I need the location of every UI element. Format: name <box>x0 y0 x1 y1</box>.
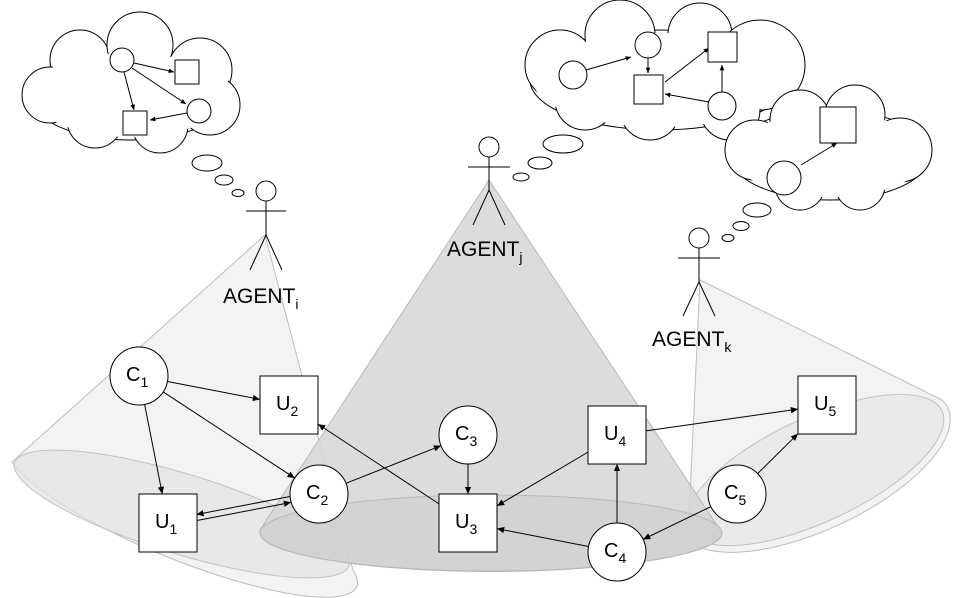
chance-node-circle <box>587 522 647 582</box>
node-label: U1 <box>155 511 177 537</box>
node-label: C3 <box>455 423 477 449</box>
node-label: C2 <box>306 482 328 508</box>
agent-k-label: AGENTk <box>652 328 732 355</box>
edge-c1-to-c2 <box>162 391 296 479</box>
thought-bubble-agent-j <box>512 0 806 182</box>
edge-c5-to-c4 <box>642 506 712 540</box>
agent-j-label: AGENTj <box>447 238 522 265</box>
node-u2[interactable]: U2 <box>259 375 319 435</box>
chance-node-circle <box>109 346 169 406</box>
chance-node-circle <box>438 405 498 465</box>
edge-c1-to-u2 <box>167 381 261 402</box>
agent-i-label: AGENTi <box>223 285 298 312</box>
node-label: U2 <box>276 393 298 419</box>
agent-k-figure <box>678 227 720 317</box>
node-c4[interactable]: C4 <box>587 522 647 582</box>
edge-layer <box>144 381 799 547</box>
chance-node-circle <box>289 464 349 524</box>
thought-bubble-agent-k <box>721 84 933 242</box>
utility-node-square <box>797 375 857 435</box>
node-label: U5 <box>814 393 836 419</box>
node-u4[interactable]: U4 <box>587 405 647 465</box>
edge-c5-to-u5 <box>757 433 799 474</box>
node-c3[interactable]: C3 <box>438 405 498 465</box>
edge-u3-to-u2 <box>317 423 440 505</box>
node-c1[interactable]: C1 <box>109 346 169 406</box>
edge-c1-to-u1 <box>144 404 165 495</box>
node-u5[interactable]: U5 <box>797 375 857 435</box>
edge-c4-to-u3 <box>496 526 589 547</box>
agent-j-figure <box>468 136 510 226</box>
utility-node-square <box>438 493 498 553</box>
node-c2[interactable]: C2 <box>289 464 349 524</box>
node-label: U4 <box>604 423 626 449</box>
utility-node-square <box>587 405 647 465</box>
utility-node-square <box>259 375 319 435</box>
chance-node-circle <box>707 464 767 524</box>
node-label: C4 <box>604 540 626 566</box>
edge-u4-to-u3 <box>496 451 589 507</box>
edge-c2-to-u1 <box>196 496 291 517</box>
thought-bubble-agent-i <box>21 11 245 197</box>
node-label: U3 <box>455 511 477 537</box>
edge-u1-to-c2 <box>197 500 292 521</box>
node-label: C1 <box>126 364 148 390</box>
node-c5[interactable]: C5 <box>707 464 767 524</box>
node-u1[interactable]: U1 <box>138 493 198 553</box>
edge-c2-to-c3 <box>345 445 442 484</box>
node-label: C5 <box>724 482 746 508</box>
node-u3[interactable]: U3 <box>438 493 498 553</box>
utility-node-square <box>138 493 198 553</box>
agent-i-figure <box>246 180 286 271</box>
edge-u4-to-u5 <box>645 406 799 432</box>
